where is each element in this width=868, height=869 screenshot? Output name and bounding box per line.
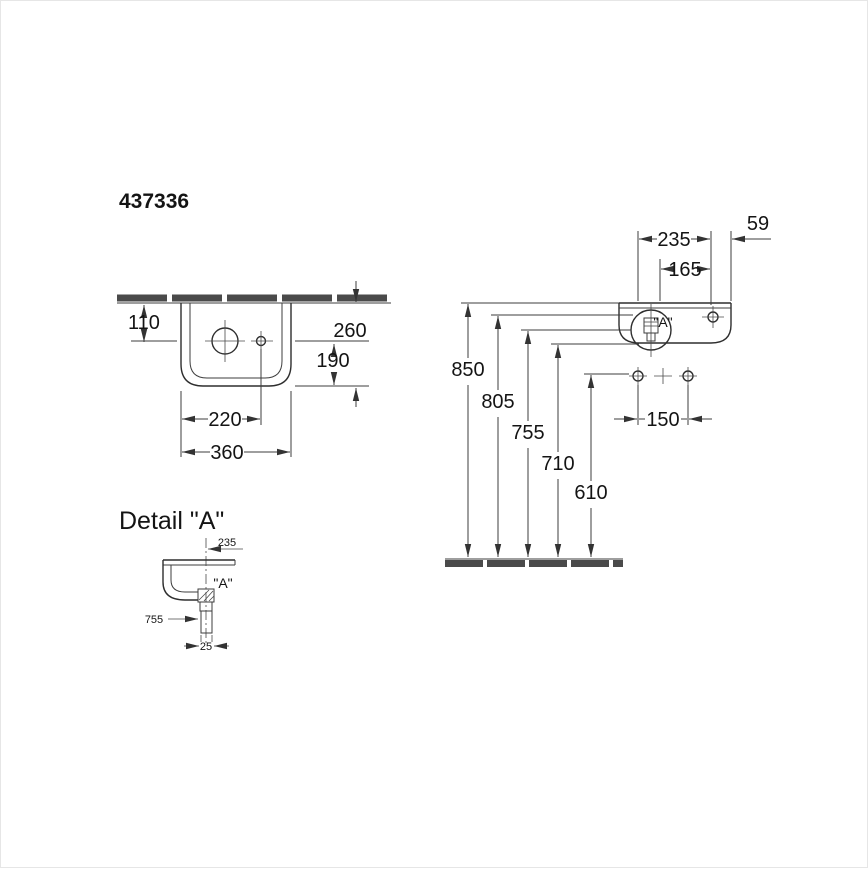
- basin-bowl-outline: [189, 303, 283, 379]
- basin-profile: [618, 303, 732, 344]
- detail-basin-inner: [170, 565, 198, 593]
- dim-depth: 260: [295, 281, 369, 407]
- dim-59-label: 59: [747, 213, 769, 235]
- detail-dim-height: 755: [145, 614, 198, 626]
- detail-basin-outer: [162, 560, 198, 601]
- dim-height-fixing: 610: [574, 373, 629, 557]
- detail-a-label: "A": [213, 575, 232, 591]
- dim-height-overflow: 805: [481, 314, 633, 557]
- fixing-holes: [629, 367, 697, 385]
- dim-fixing-span: 150: [614, 385, 712, 431]
- dim-height-rim: 850: [451, 302, 619, 557]
- dim-165-label: 165: [668, 259, 701, 281]
- detail-heading: Detail "A": [119, 507, 224, 535]
- dim-wall-offset: 110: [128, 305, 177, 342]
- dim-235-small-label: 235: [218, 537, 236, 549]
- basin-outline: [180, 303, 292, 387]
- detail-dim-center: 235: [208, 537, 243, 553]
- dim-height-trap: 755: [511, 329, 631, 557]
- dim-710-label: 710: [541, 453, 574, 475]
- dim-190-label: 190: [316, 350, 349, 372]
- dim-220-label: 220: [208, 409, 241, 431]
- dim-850-label: 850: [451, 359, 484, 381]
- plan-view: 110 260 190 220: [117, 281, 391, 464]
- dim-width: 360: [182, 391, 292, 464]
- dim-tap-offset: 220: [180, 349, 262, 457]
- dim-110-label: 110: [128, 312, 160, 334]
- dim-height-bottom: 710: [541, 343, 639, 557]
- dim-tap-span: 165: [659, 259, 710, 301]
- dim-260-label: 260: [333, 320, 366, 342]
- dim-610-label: 610: [574, 482, 607, 504]
- dim-side-offset: 59: [730, 213, 771, 301]
- dim-360-label: 360: [210, 442, 243, 464]
- dim-755-label: 755: [511, 422, 544, 444]
- product-code: 437336: [119, 190, 189, 213]
- detail-a-marker: "A": [653, 314, 672, 330]
- trap-fitting-lower: [646, 332, 656, 342]
- dim-front-depth: 190: [316, 344, 350, 385]
- dim-top-span: 235: [637, 229, 712, 305]
- elevation-view: "A" 235 59: [445, 213, 771, 567]
- detail-view: Detail "A" 235 "A" 755: [119, 507, 243, 653]
- dim-150-label: 150: [646, 409, 679, 431]
- dim-25-label: 25: [200, 641, 212, 653]
- detail-drain-fitting: [197, 588, 215, 634]
- detail-dim-pipe: 25: [184, 635, 229, 653]
- dim-755-small-label: 755: [145, 614, 163, 626]
- dim-805-label: 805: [481, 391, 514, 413]
- dim-235-label: 235: [657, 229, 690, 251]
